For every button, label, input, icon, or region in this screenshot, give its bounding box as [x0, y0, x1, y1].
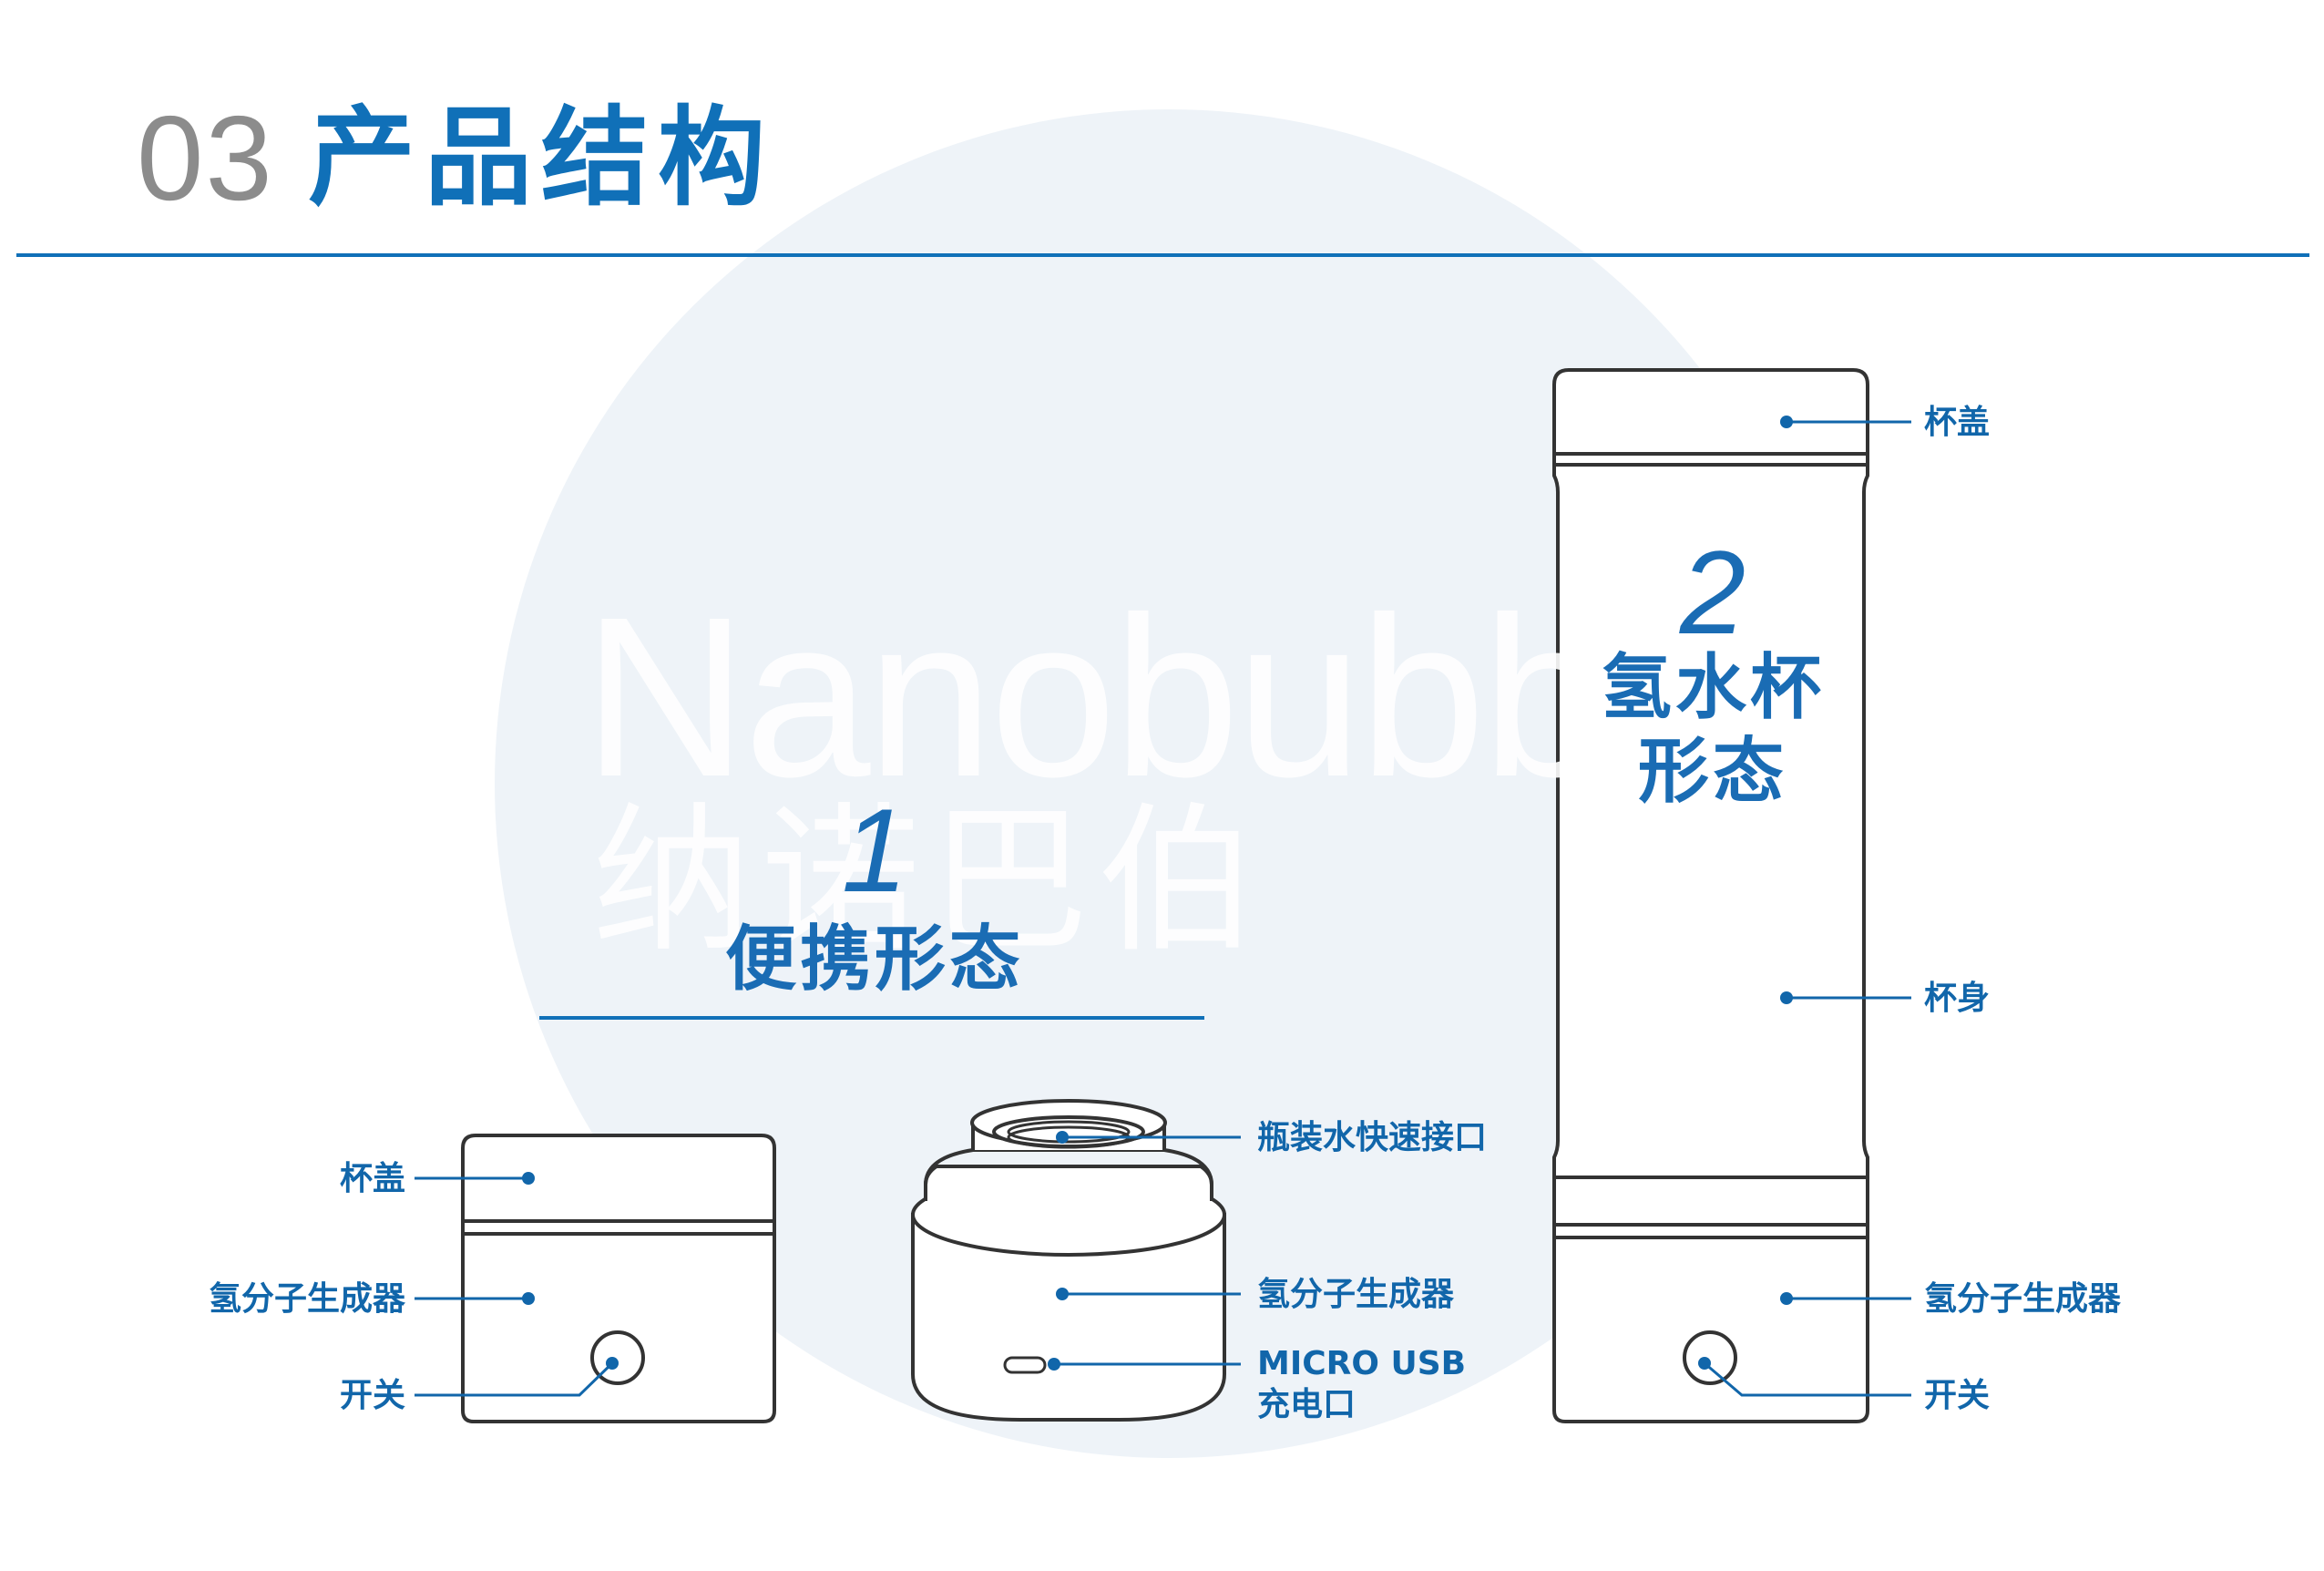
label-right-lid: 杯盖 [1924, 404, 1991, 441]
label-bottle-port: 瓶装水快速接口 [1257, 1119, 1488, 1156]
label-left-generator: 氢分子生成器 [208, 1280, 405, 1318]
generator-base-drawing [911, 1099, 1226, 1422]
section-number: 03 [137, 91, 274, 225]
mode1-name: 便携形态 [724, 919, 1024, 1001]
mode2-number: 2 [1679, 526, 1746, 659]
leader-dots [522, 416, 1793, 1371]
label-right-body: 杯身 [1924, 980, 1991, 1017]
label-left-lid: 杯盖 [339, 1160, 405, 1197]
background-circle [495, 109, 1843, 1458]
label-right-switch: 开关 [1924, 1377, 1991, 1414]
watermark-english: Nanobubble [583, 570, 1778, 824]
label-mid-generator: 氢分子生成器 [1257, 1276, 1455, 1313]
mode2-name-line1: 氢水杯 [1600, 647, 1825, 729]
mode2-name-line2: 形态 [1637, 731, 1787, 813]
portable-unit-drawing [461, 1134, 776, 1423]
label-right-generator: 氢分子生成器 [1924, 1280, 2122, 1318]
watermark-chinese: 纳诺巴伯 [592, 789, 1266, 974]
mode1-number: 1 [841, 784, 908, 917]
page-title: 产品结构 [308, 95, 775, 221]
label-usb-line2: 充电口 [1257, 1386, 1357, 1423]
label-usb-line1: MICRO USB [1257, 1345, 1467, 1382]
leader-lines [415, 420, 1911, 1397]
label-left-switch: 开关 [339, 1377, 405, 1414]
